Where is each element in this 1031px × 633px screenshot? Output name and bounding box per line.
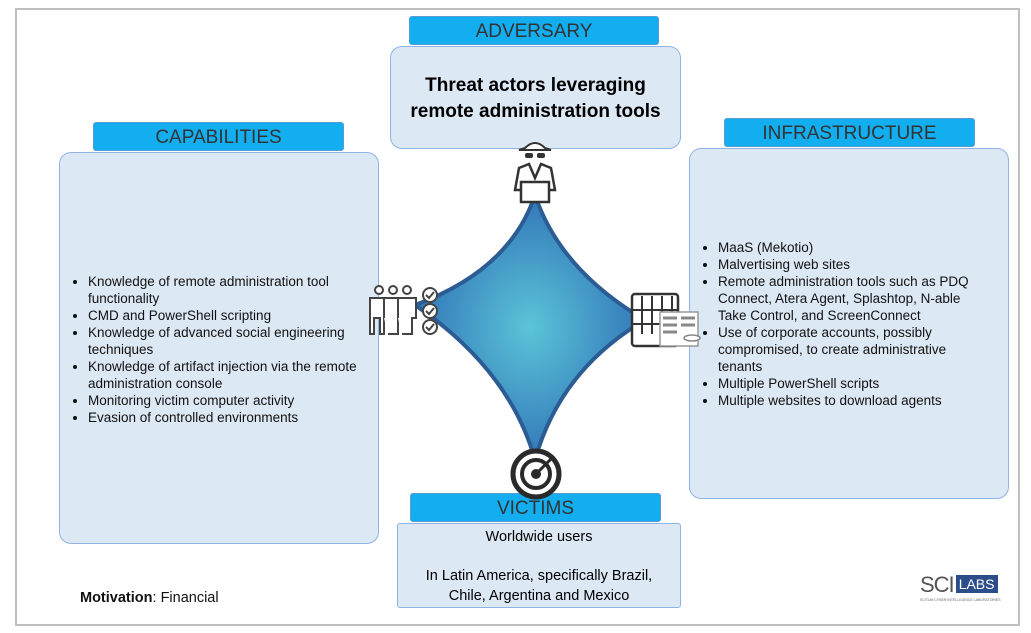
- capabilities-box: Knowledge of remote administration tool …: [59, 152, 379, 544]
- list-item: Remote administration tools such as PDQ …: [718, 273, 988, 324]
- list-item: Use of corporate accounts, possibly comp…: [718, 324, 988, 375]
- logo-sci: SCI: [920, 572, 955, 597]
- hacker-icon: [513, 142, 557, 204]
- target-icon: [510, 448, 562, 500]
- infrastructure-box: MaaS (Mekotio) Malvertising web sites Re…: [689, 148, 1009, 499]
- list-item: Knowledge of advanced social engineering…: [88, 324, 364, 358]
- victims-box: Worldwide users In Latin America, specif…: [397, 523, 681, 608]
- logo-labs: LABS: [955, 575, 998, 593]
- motivation-value: Financial: [160, 590, 219, 606]
- logo-tagline: SCITUM CYBER INTELLIGENCE LABORATORIES: [920, 598, 1001, 602]
- motivation-text: Motivation: Financial: [80, 590, 219, 606]
- infrastructure-header: INFRASTRUCTURE: [724, 118, 975, 147]
- adversary-text-1: Threat actors leveraging: [425, 75, 646, 96]
- capabilities-list: Knowledge of remote administration tool …: [60, 273, 364, 426]
- motivation-label: Motivation: [80, 590, 153, 606]
- adversary-text-2: remote administration tools: [410, 101, 661, 122]
- diagram-frame: [15, 8, 1020, 626]
- server-building-icon: [630, 292, 701, 348]
- list-item: Monitoring victim computer activity: [88, 392, 364, 409]
- list-item: Multiple websites to download agents: [718, 392, 988, 409]
- victims-line-3: Chile, Argentina and Mexico: [448, 588, 630, 604]
- team-capabilities-icon: [369, 285, 438, 335]
- infrastructure-list: MaaS (Mekotio) Malvertising web sites Re…: [690, 239, 988, 409]
- list-item: MaaS (Mekotio): [718, 239, 988, 256]
- victims-line-1: Worldwide users: [485, 529, 593, 545]
- list-item: Evasion of controlled environments: [88, 409, 364, 426]
- list-item: CMD and PowerShell scripting: [88, 307, 364, 324]
- victims-line-2: In Latin America, specifically Brazil,: [425, 568, 653, 584]
- list-item: Knowledge of remote administration tool …: [88, 273, 364, 307]
- list-item: Malvertising web sites: [718, 256, 988, 273]
- adversary-box: Threat actors leveraging remote administ…: [390, 46, 681, 149]
- list-item: Multiple PowerShell scripts: [718, 375, 988, 392]
- capabilities-header: CAPABILITIES: [93, 122, 344, 151]
- list-item: Knowledge of artifact injection via the …: [88, 358, 364, 392]
- adversary-header: ADVERSARY: [409, 16, 659, 45]
